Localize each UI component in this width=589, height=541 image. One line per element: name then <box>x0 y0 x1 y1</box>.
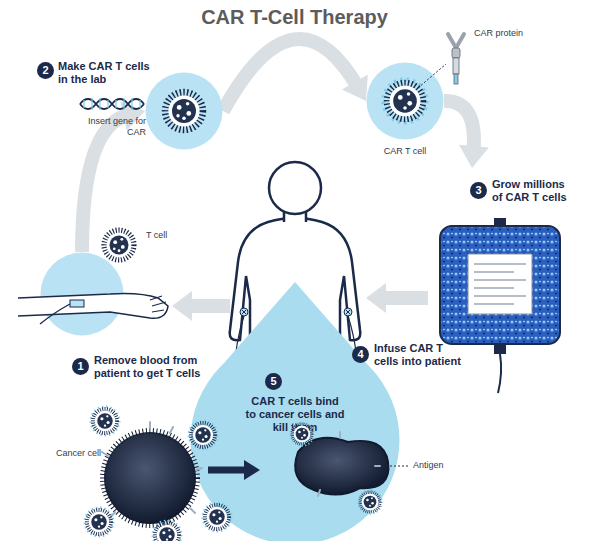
step-caption: Remove blood from patient to get T cells <box>94 354 206 380</box>
part-label: Insert gene for CAR <box>84 116 146 138</box>
flow-arrow <box>366 283 428 313</box>
step-circle: 1Remove blood from patient to get T cell… <box>40 252 124 336</box>
diagram-title: CAR T-Cell Therapy <box>0 6 589 29</box>
cell-label: CAR T cell <box>360 146 450 157</box>
step-number: 4 <box>352 346 369 363</box>
step-caption: Infuse CAR T cells into patient <box>374 342 466 368</box>
cancer-cell <box>102 422 202 525</box>
flow-arrow <box>82 101 145 252</box>
step-number: 1 <box>72 358 89 375</box>
step-number: 3 <box>470 182 487 199</box>
step-number: 2 <box>37 62 54 79</box>
part-label: Antigen <box>413 460 463 471</box>
step-caption: Make CAR T cells in the lab <box>58 60 150 86</box>
flow-arrow <box>444 101 489 168</box>
dna-strand <box>80 98 144 110</box>
cell-label: T cell <box>146 230 186 241</box>
step-circle-outline <box>145 72 223 150</box>
iv-bag: 3 Grow millions of CAR T cells <box>430 168 570 358</box>
part-label: CAR protein <box>474 28 524 39</box>
step-circle-outline <box>40 252 124 336</box>
car-protein-icon <box>448 34 464 84</box>
result-bubble: 5CAR T cells bind to cancer cells and ki… <box>190 335 400 541</box>
cell-circle: CAR T cell <box>366 62 444 140</box>
t-cell <box>104 230 133 259</box>
car-t-cell <box>91 407 120 436</box>
cell-circle-outline <box>366 62 444 140</box>
cell-label: Cancer cell <box>56 448 126 459</box>
step-number: 5 <box>265 373 282 390</box>
flow-arrow <box>172 291 230 321</box>
step-caption: CAR T cells bind to cancer cells and kil… <box>245 395 345 434</box>
result-bubble-outline <box>190 335 400 541</box>
car-t-cell <box>85 508 114 537</box>
flow-arrow <box>223 39 368 111</box>
step-circle: 2Make CAR T cells in the lab <box>145 72 223 150</box>
car-t-cell <box>153 521 182 541</box>
step-caption: Grow millions of CAR T cells <box>492 178 572 204</box>
